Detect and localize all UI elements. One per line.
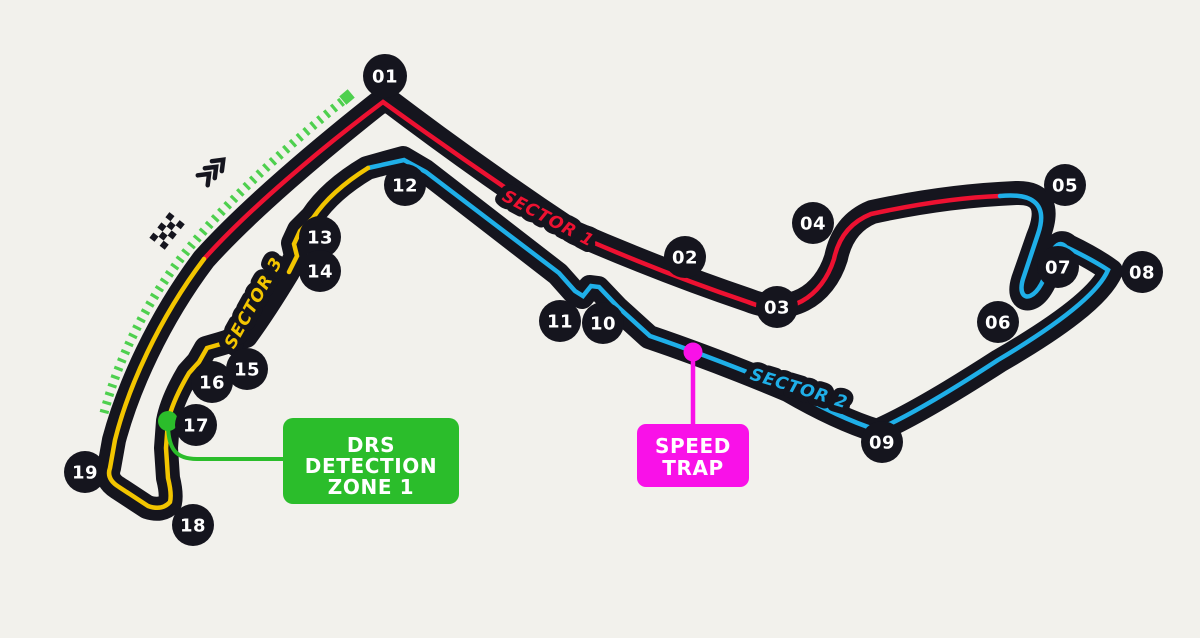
turn-number: 16 bbox=[199, 373, 225, 394]
turn-marker-19: 19 bbox=[64, 451, 106, 493]
turn-marker-17: 17 bbox=[175, 404, 217, 446]
turn-number: 05 bbox=[1052, 176, 1078, 197]
turn-number: 08 bbox=[1129, 263, 1155, 284]
turn-marker-15: 15 bbox=[226, 348, 268, 390]
turn-number: 04 bbox=[800, 214, 826, 235]
turn-marker-04: 04 bbox=[792, 202, 834, 244]
turn-marker-11: 11 bbox=[539, 300, 581, 342]
turn-number: 18 bbox=[180, 516, 206, 537]
turn-number: 14 bbox=[307, 262, 333, 283]
speed-trap-label-line-2: TRAP bbox=[662, 456, 724, 480]
sector-2-line bbox=[365, 157, 1111, 433]
turn-marker-13: 13 bbox=[299, 216, 341, 258]
turn-marker-14: 14 bbox=[299, 250, 341, 292]
drs-label-line-3: ZONE 1 bbox=[328, 475, 414, 499]
drs-label-line-2: DETECTION bbox=[305, 454, 437, 478]
turn-number: 12 bbox=[392, 176, 418, 197]
sector-1-line bbox=[201, 99, 1003, 311]
drs-detection-point bbox=[158, 411, 178, 431]
turn-number: 11 bbox=[547, 312, 573, 333]
turn-marker-07: 07 bbox=[1037, 246, 1079, 288]
turn-number: 19 bbox=[72, 463, 98, 484]
turn-marker-12: 12 bbox=[384, 164, 426, 206]
speed-trap-label-line-1: SPEED bbox=[655, 434, 731, 458]
turn-marker-10: 10 bbox=[582, 302, 624, 344]
drs-zone-end-marker bbox=[339, 89, 355, 105]
turn-marker-09: 09 bbox=[861, 421, 903, 463]
turn-marker-18: 18 bbox=[172, 504, 214, 546]
turn-number: 17 bbox=[183, 416, 209, 437]
turn-number: 03 bbox=[764, 298, 790, 319]
turn-number: 10 bbox=[590, 314, 616, 335]
speed-trap-label: SPEED TRAP bbox=[637, 424, 749, 487]
turn-marker-03: 03 bbox=[756, 286, 798, 328]
turn-marker-02: 02 bbox=[664, 236, 706, 278]
drs-label-line-1: DRS bbox=[347, 433, 395, 457]
turn-number: 01 bbox=[372, 67, 398, 88]
direction-chevrons-icon bbox=[195, 157, 226, 188]
sector-3-line bbox=[106, 165, 371, 511]
checkered-flag-icon bbox=[149, 212, 185, 250]
turn-number: 09 bbox=[869, 433, 895, 454]
turn-number: 07 bbox=[1045, 258, 1071, 279]
turn-marker-16: 16 bbox=[191, 361, 233, 403]
turn-number: 15 bbox=[234, 360, 260, 381]
turn-number: 02 bbox=[672, 248, 698, 269]
drs-connector bbox=[166, 426, 285, 461]
speed-trap-point bbox=[683, 342, 703, 362]
turn-marker-06: 06 bbox=[977, 301, 1019, 343]
turn-marker-01: 01 bbox=[363, 54, 407, 98]
turn-number: 13 bbox=[307, 228, 333, 249]
drs-detection-label: DRS DETECTION ZONE 1 bbox=[283, 418, 459, 504]
turn-marker-08: 08 bbox=[1121, 251, 1163, 293]
turn-marker-05: 05 bbox=[1044, 164, 1086, 206]
drs-zone-dashes bbox=[99, 95, 348, 415]
turn-number: 06 bbox=[985, 313, 1011, 334]
